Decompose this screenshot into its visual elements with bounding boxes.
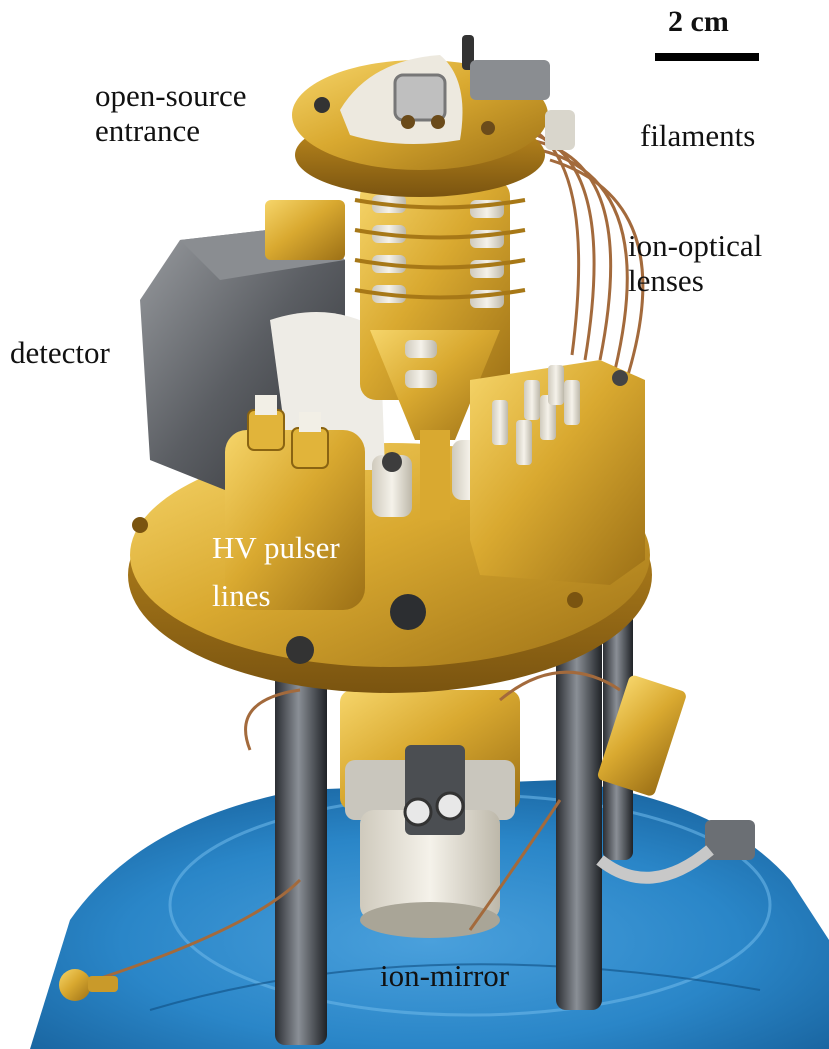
ion-source-plate <box>292 35 575 197</box>
label-hv-pulser-lines: HV pulser lines <box>212 524 340 620</box>
hv-pulser-block <box>225 395 365 610</box>
label-ion-optical-lenses-line2: lenses <box>628 263 704 298</box>
copper-wires <box>79 118 645 987</box>
label-ion-optical-lenses: ion-optical lenses <box>628 228 762 298</box>
label-filaments: filaments <box>640 118 756 153</box>
sma-connector <box>59 969 118 1001</box>
scale-bar-label: 2 cm <box>668 5 729 38</box>
label-open-source-entrance: open-source entrance <box>95 78 247 148</box>
ion-mirror-stack <box>340 690 520 938</box>
scale-bar <box>655 53 759 61</box>
label-open-source-entrance-line2: entrance <box>95 113 200 148</box>
label-open-source-entrance-line1: open-source <box>95 78 247 113</box>
label-ion-mirror: ion-mirror <box>380 958 510 993</box>
label-hv-pulser-lines-line2: lines <box>212 578 271 613</box>
label-detector: detector <box>10 335 110 370</box>
label-ion-optical-lenses-line1: ion-optical <box>628 228 763 263</box>
support-rods <box>275 560 633 1045</box>
feedthrough-block <box>470 360 645 585</box>
side-connector <box>596 675 755 884</box>
label-hv-pulser-lines-line1: HV pulser <box>212 530 340 565</box>
